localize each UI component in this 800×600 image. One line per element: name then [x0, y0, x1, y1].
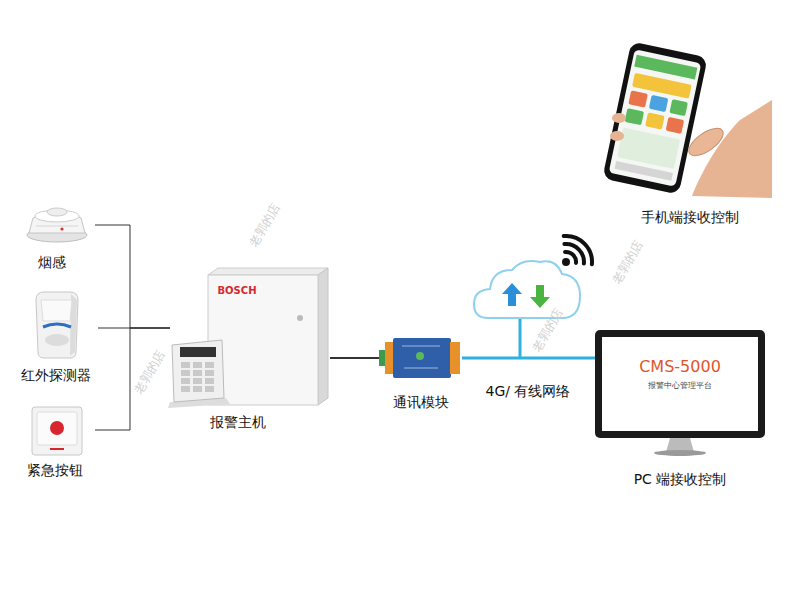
phone-hand-icon — [602, 41, 772, 198]
connector-line — [330, 357, 385, 359]
watermark: 老郭的店 — [610, 238, 646, 287]
node-label: PC 端接收控制 — [634, 471, 727, 488]
smoke-detector-icon — [27, 208, 87, 242]
device-node: 紧急按钮 — [20, 405, 95, 485]
device-node: 烟感 — [20, 195, 95, 277]
pir-sensor-icon — [36, 292, 78, 358]
node-label: 红外探测器 — [21, 367, 91, 384]
node-label: 报警中心管理平台 — [648, 381, 712, 391]
connector-line — [95, 328, 170, 430]
connector-line — [95, 225, 170, 328]
node-label: 手机端接收控制 — [641, 209, 739, 226]
connector-line — [462, 357, 595, 360]
node-label: 通讯模块 — [393, 394, 449, 411]
node-label: 紧急按钮 — [27, 462, 83, 479]
node-label: 报警主机 — [210, 414, 266, 431]
node-label: CMS-5000 — [639, 357, 721, 376]
monitor-icon — [595, 330, 765, 456]
device-node: BOSCH 报警主机 — [170, 265, 330, 437]
node-label: 烟感 — [38, 254, 66, 271]
wifi-symbol — [562, 236, 592, 266]
watermark: 老郭的店 — [132, 348, 168, 397]
watermark: 老郭的店 — [530, 306, 566, 355]
alarm-panel-icon — [168, 268, 328, 408]
node-label: BOSCH — [217, 285, 256, 297]
edge-label: 4G/ 有线网络 — [484, 383, 573, 400]
comm-module-icon — [379, 338, 460, 378]
cloud-icon — [474, 261, 580, 358]
device-node: 通讯模块 — [385, 335, 462, 413]
device-node: 红外探测器 — [18, 288, 98, 386]
watermark: 老郭的店 — [247, 201, 283, 250]
device-node: 手机端接收控制 — [585, 40, 775, 233]
device-node: CMS-5000 报警中心管理平台 PC 端接收控制 — [595, 330, 765, 492]
emergency-button-icon — [32, 407, 82, 455]
